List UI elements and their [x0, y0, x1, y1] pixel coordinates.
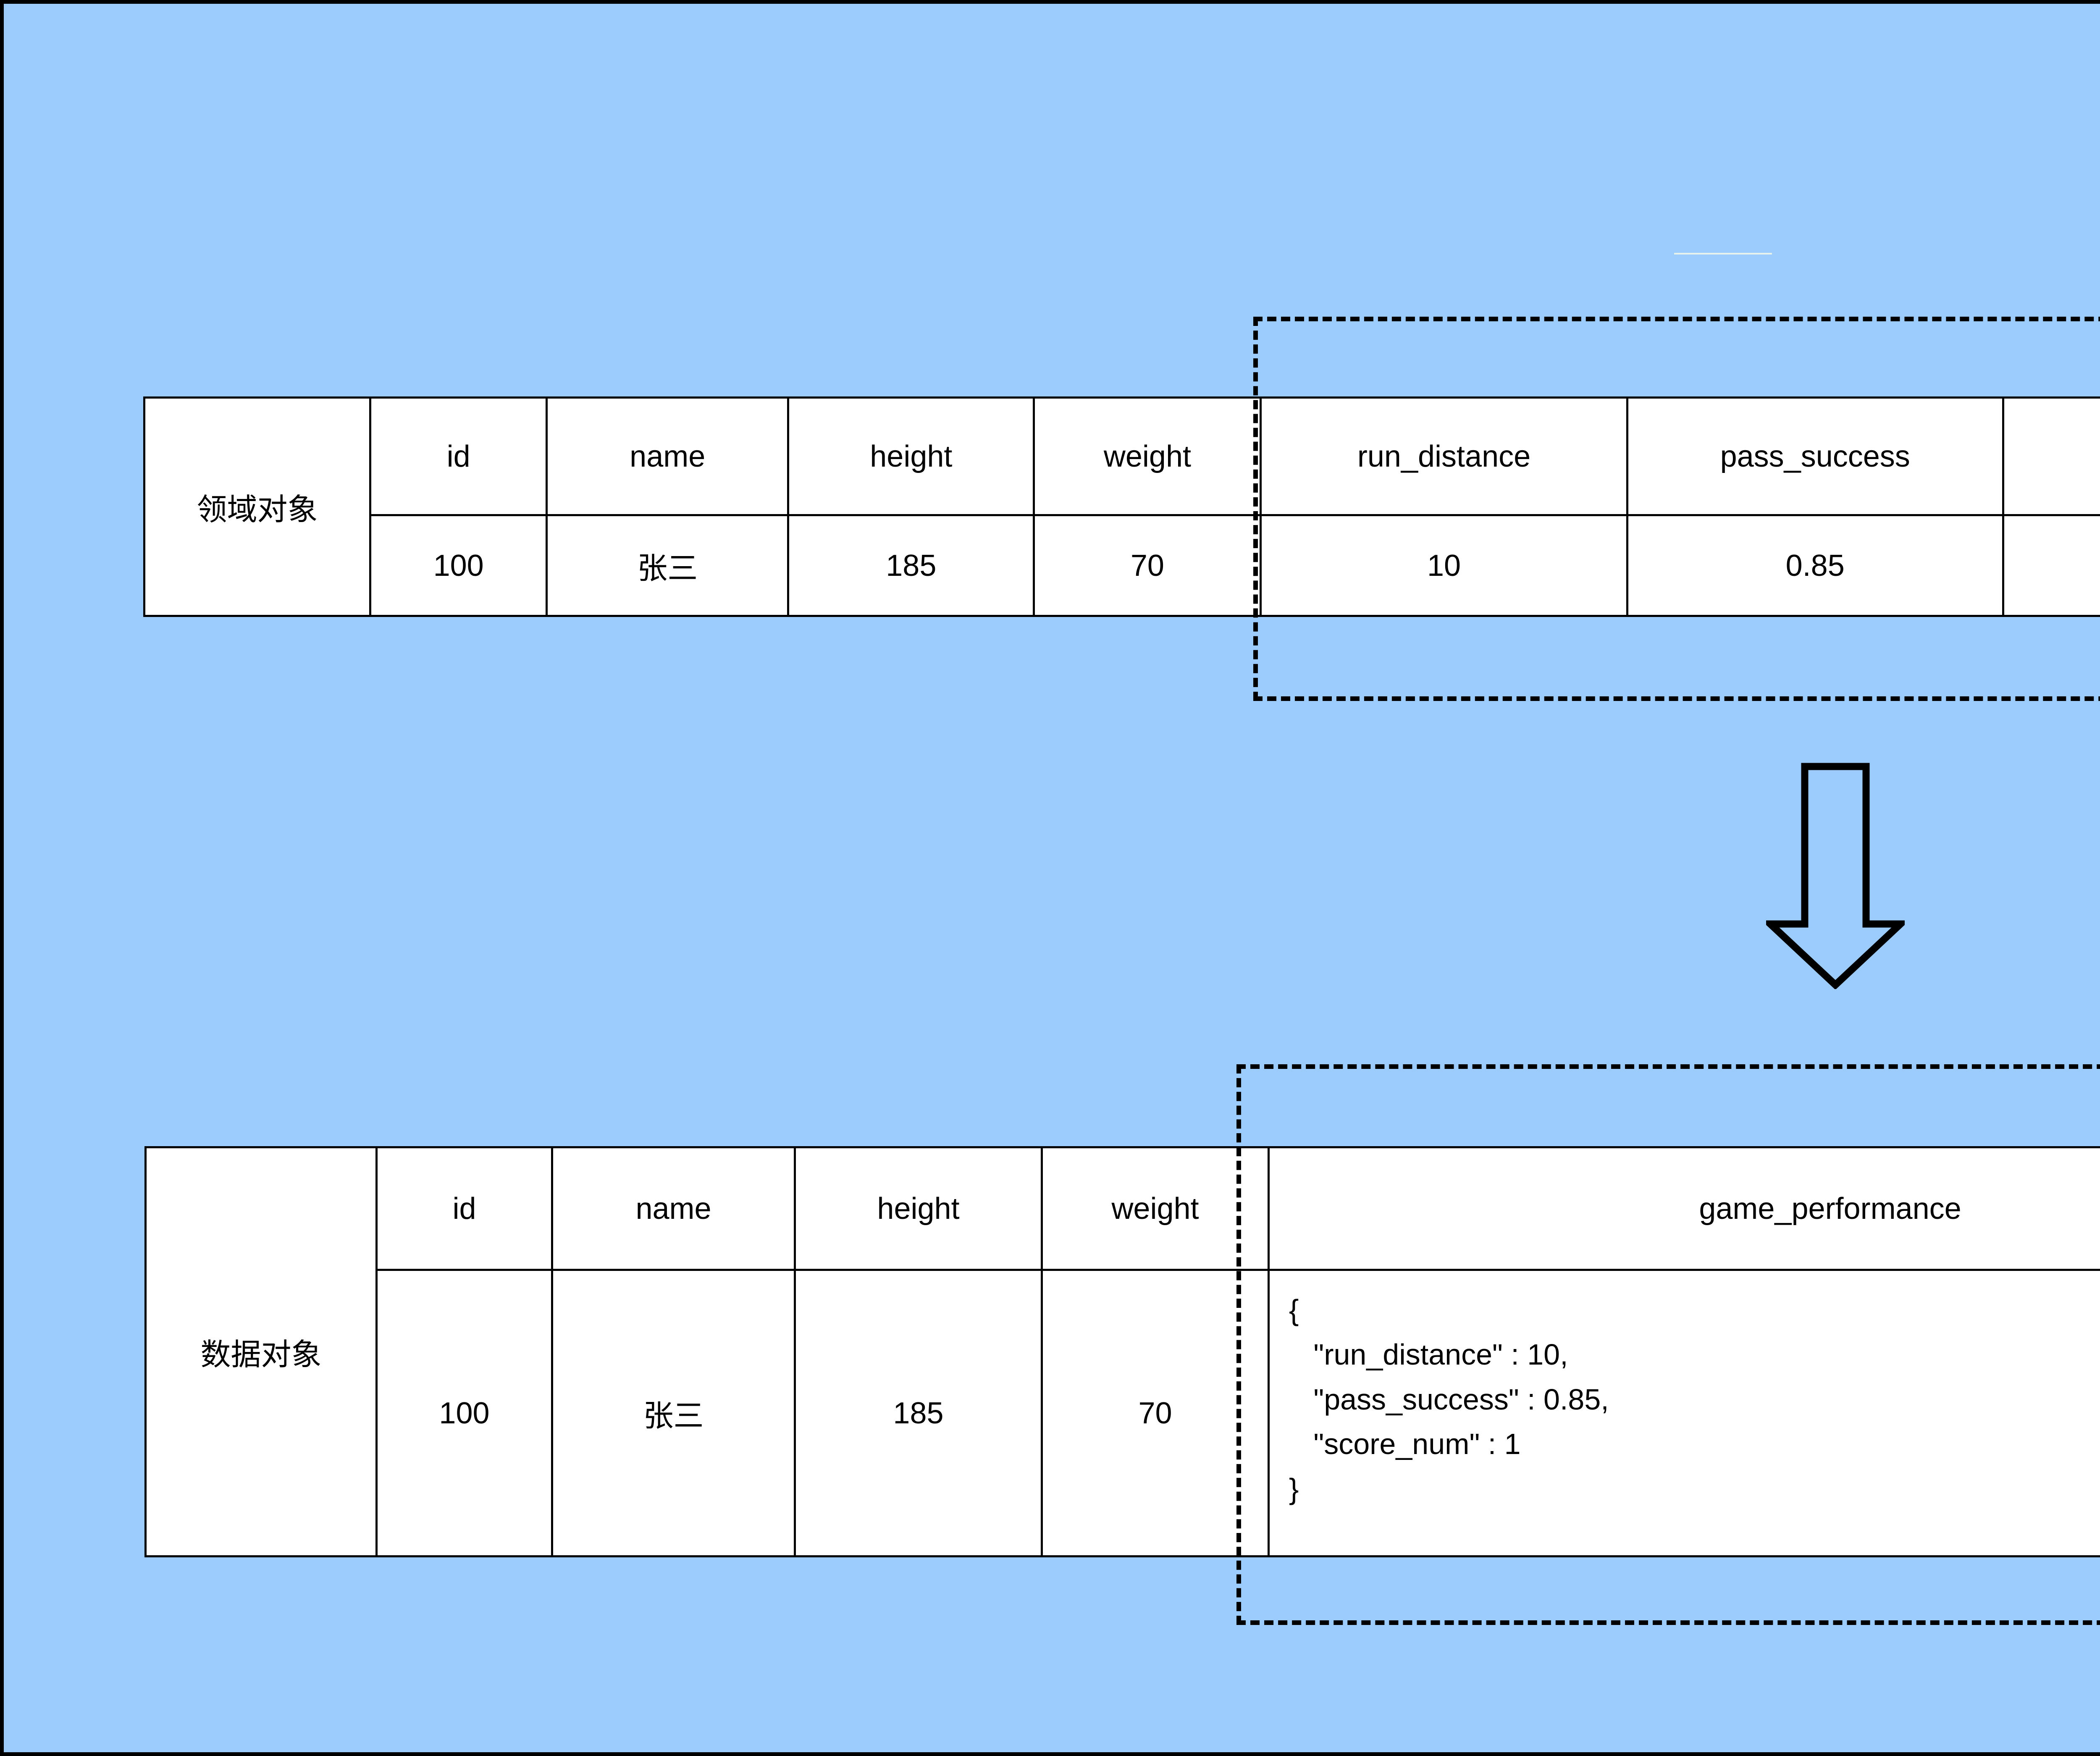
- data-header-row: 数据对象 id name height weight game_performa…: [144, 1146, 2100, 1557]
- domain-header-id: id: [369, 396, 548, 516]
- domain-value-height: 185: [787, 514, 1035, 617]
- domain-value-run-distance: 10: [1260, 514, 1628, 617]
- data-value-height: 185: [794, 1269, 1043, 1557]
- data-value-game-performance-json: { "run_distance" : 10, "pass_success" : …: [1268, 1269, 2100, 1557]
- data-object-table: 数据对象 id name height weight game_performa…: [144, 1146, 2100, 1557]
- domain-header-run-distance: run_distance: [1260, 396, 1628, 516]
- domain-header-height: height: [787, 396, 1035, 516]
- domain-header-name: name: [546, 396, 790, 516]
- data-value-id: 100: [375, 1269, 553, 1557]
- data-value-weight: 70: [1041, 1269, 1270, 1557]
- data-header-height: height: [794, 1146, 1043, 1271]
- down-arrow-icon: [1766, 762, 1905, 989]
- domain-value-score-num: 1: [2002, 514, 2100, 617]
- domain-value-pass-success: 0.85: [1626, 514, 2004, 617]
- domain-data-row: 100 张三 185 70 10 0.85 1: [144, 514, 2100, 617]
- domain-value-weight: 70: [1033, 514, 1262, 617]
- domain-header-score-num: score_num: [2002, 396, 2100, 516]
- data-highlight-dashed-box: [1236, 1064, 2100, 1625]
- domain-row-label: 领域对象: [143, 396, 372, 617]
- data-value-name: 张三: [551, 1269, 796, 1557]
- data-row-label: 数据对象: [144, 1146, 378, 1557]
- data-data-row: 100 张三 185 70 { "run_distance" : 10, "pa…: [146, 1269, 2100, 1557]
- data-header-id: id: [375, 1146, 553, 1271]
- data-header-weight: weight: [1041, 1146, 1270, 1271]
- domain-header-weight: weight: [1033, 396, 1262, 516]
- domain-object-table: 领域对象 id name height weight run_distance …: [143, 396, 2100, 617]
- domain-header-row: 领域对象 id name height weight run_distance …: [143, 396, 2100, 617]
- domain-highlight-dashed-box: [1253, 317, 2100, 701]
- domain-value-name: 张三: [546, 514, 790, 617]
- domain-value-id: 100: [369, 514, 548, 617]
- artifact-line: [1674, 253, 1772, 255]
- domain-header-pass-success: pass_success: [1626, 396, 2004, 516]
- data-header-name: name: [551, 1146, 796, 1271]
- data-header-game-performance: game_performance: [1268, 1146, 2100, 1271]
